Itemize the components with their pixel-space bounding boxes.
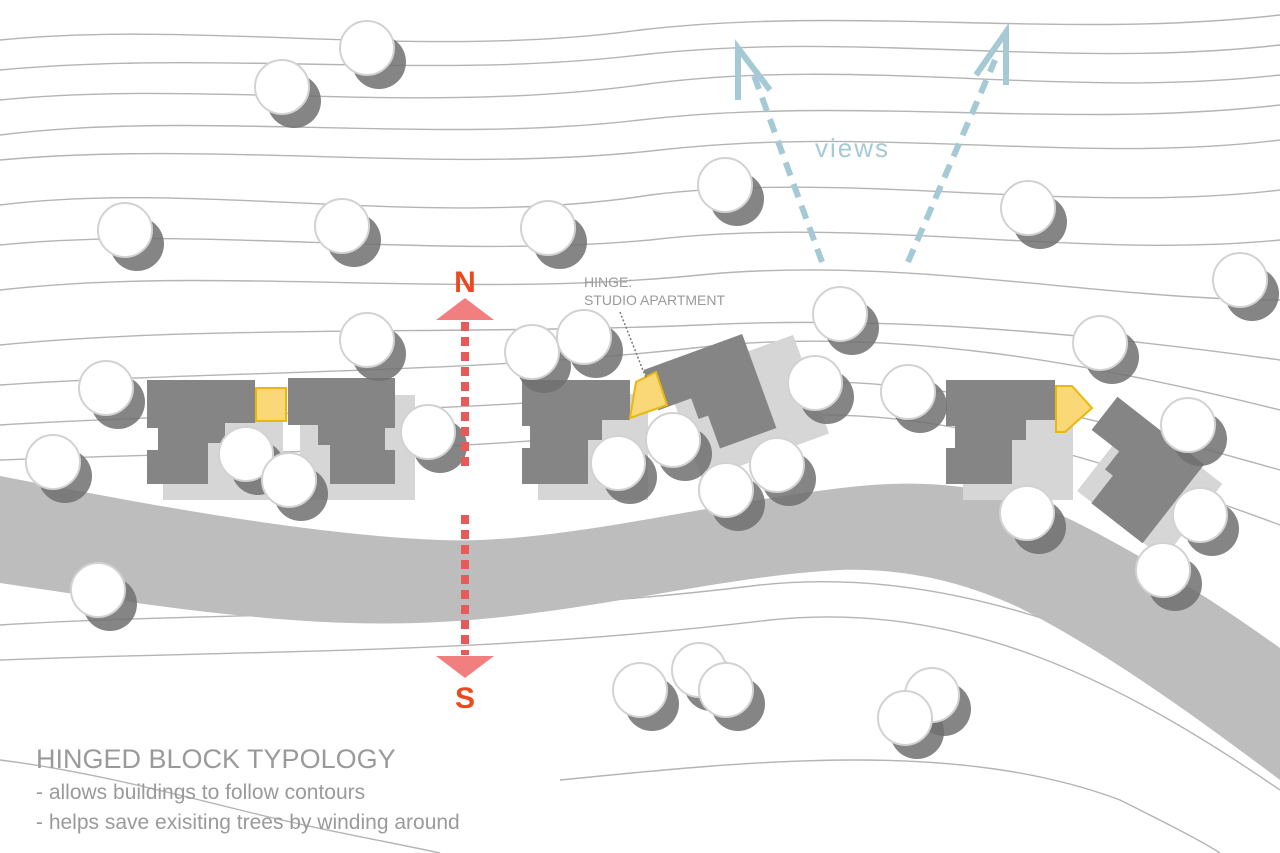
hinge-label-line2: STUDIO APARTMENT — [584, 292, 726, 308]
building-block-3a — [946, 380, 1055, 484]
tree — [645, 412, 701, 468]
tree — [749, 437, 805, 493]
tree — [339, 20, 395, 76]
caption-bullet-2: - helps save exisiting trees by winding … — [36, 811, 460, 834]
tree — [261, 452, 317, 508]
tree — [787, 355, 843, 411]
south-label: S — [455, 682, 475, 715]
tree — [1160, 397, 1216, 453]
views-arrow-left — [749, 68, 825, 264]
building-block-2a — [522, 380, 630, 484]
north-south-indicator: N S — [436, 266, 494, 715]
south-arrow-head — [436, 656, 494, 678]
north-label: N — [454, 266, 476, 299]
tree — [698, 462, 754, 518]
views-arrow-right — [905, 58, 998, 264]
hinge-label-line1: HINGE: — [584, 274, 632, 290]
tree — [1072, 315, 1128, 371]
views-arrow-left-head — [735, 39, 773, 100]
tree — [999, 485, 1055, 541]
north-arrow-head — [436, 298, 494, 320]
tree — [880, 364, 936, 420]
tree — [556, 309, 612, 365]
tree — [25, 434, 81, 490]
views-arrow-right-head — [973, 22, 1009, 85]
tree — [78, 360, 134, 416]
tree — [812, 286, 868, 342]
trees — [25, 20, 1279, 759]
tree — [504, 324, 560, 380]
views-label: views — [815, 133, 890, 163]
tree — [1000, 180, 1056, 236]
road — [0, 476, 1280, 780]
tree — [70, 562, 126, 618]
views-arrows: views — [735, 22, 1009, 264]
hinge-studio-1 — [255, 387, 287, 422]
tree — [1212, 252, 1268, 308]
tree — [698, 662, 754, 718]
building-block-1a — [147, 380, 255, 484]
tree — [218, 426, 274, 482]
tree — [877, 690, 933, 746]
building-block-1b — [288, 378, 395, 484]
tree — [590, 435, 646, 491]
tree — [314, 198, 370, 254]
tree — [697, 157, 753, 213]
building-block-2b — [643, 334, 777, 449]
hinge-studio-3 — [1055, 385, 1094, 433]
tree — [520, 200, 576, 256]
building-block-3b — [1091, 396, 1205, 544]
tree — [339, 312, 395, 368]
tree — [612, 662, 668, 718]
caption-bullet-1: - allows buildings to follow contours — [36, 781, 365, 804]
caption-title: HINGED BLOCK TYPOLOGY — [36, 744, 396, 774]
hinge-studio-2 — [628, 370, 669, 420]
tree — [1135, 542, 1191, 598]
tree — [400, 404, 456, 460]
tree — [97, 202, 153, 258]
tree — [254, 59, 310, 115]
buildings — [147, 334, 1205, 544]
hinge-callout: HINGE: STUDIO APARTMENT — [584, 274, 726, 379]
tree — [1172, 487, 1228, 543]
caption: HINGED BLOCK TYPOLOGY - allows buildings… — [36, 744, 460, 834]
